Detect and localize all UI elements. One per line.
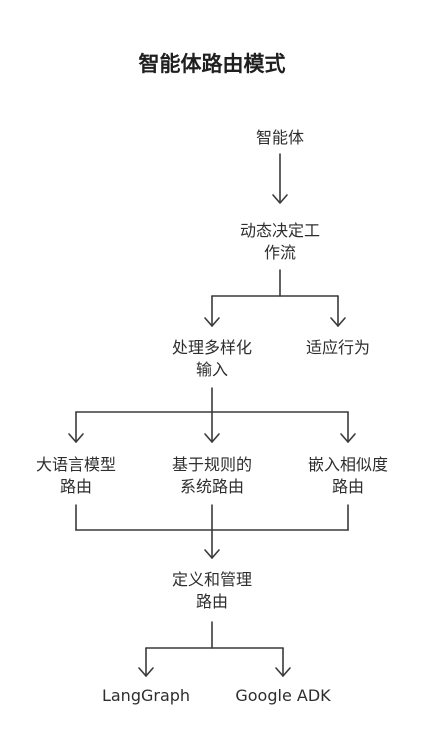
node-label: LangGraph bbox=[101, 686, 191, 705]
diagram-title: 智能体路由模式 bbox=[138, 52, 286, 76]
node-label: 智能体 bbox=[255, 128, 304, 147]
node-label: 路由 bbox=[195, 592, 228, 611]
node-langgraph: LangGraph bbox=[86, 685, 206, 707]
node-label: 路由 bbox=[59, 477, 92, 496]
node-label: 系统路由 bbox=[179, 477, 244, 496]
node-google-adk: Google ADK bbox=[218, 685, 348, 707]
node-label: 路由 bbox=[331, 477, 364, 496]
node-embedding-routing: 嵌入相似度 路由 bbox=[288, 454, 408, 498]
node-diverse-input: 处理多样化 输入 bbox=[152, 337, 272, 381]
node-label: 作流 bbox=[263, 243, 296, 262]
edge-merge-define bbox=[75, 504, 349, 559]
node-agent: 智能体 bbox=[230, 127, 330, 149]
edge-define-split bbox=[138, 621, 291, 677]
node-label: 大语言模型 bbox=[35, 455, 116, 474]
node-define-routing: 定义和管理 路由 bbox=[152, 569, 272, 613]
edge-agent-dynamic bbox=[272, 153, 288, 204]
node-label: 处理多样化 bbox=[171, 338, 252, 357]
node-label: 动态决定工 bbox=[239, 221, 320, 240]
node-label: 嵌入相似度 bbox=[307, 455, 388, 474]
node-rule-routing: 基于规则的 系统路由 bbox=[152, 454, 272, 498]
node-label: 定义和管理 bbox=[171, 570, 252, 589]
node-label: 输入 bbox=[195, 360, 228, 379]
node-label: Google ADK bbox=[235, 686, 331, 705]
node-llm-routing: 大语言模型 路由 bbox=[16, 454, 136, 498]
edge-dynamic-split bbox=[204, 269, 346, 327]
node-label: 基于规则的 bbox=[171, 455, 252, 474]
node-label: 适应行为 bbox=[305, 338, 370, 357]
node-adaptive-behavior: 适应行为 bbox=[288, 337, 388, 359]
edge-diverse-split bbox=[68, 387, 356, 443]
node-dynamic-workflow: 动态决定工 作流 bbox=[220, 220, 340, 264]
